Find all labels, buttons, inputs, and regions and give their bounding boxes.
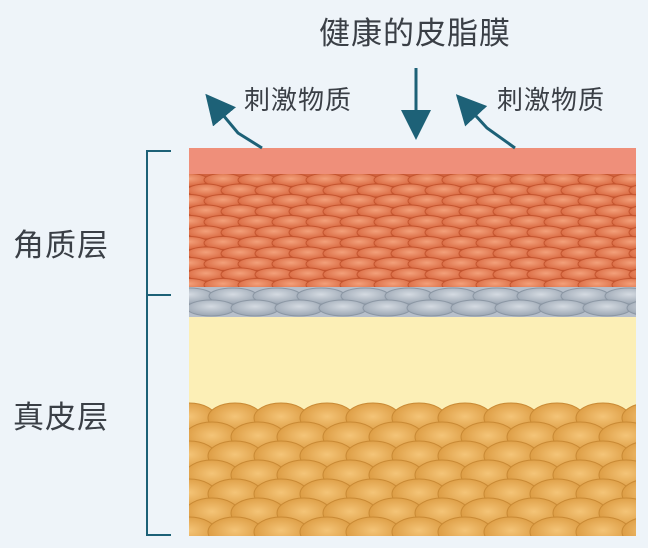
fat-cell [116, 403, 170, 433]
stratum-corneum-cell [136, 195, 174, 208]
stratum-corneum-cell [136, 279, 174, 292]
stratum-corneum-cell [136, 216, 174, 229]
stimulus-label-right: 刺激物质 [497, 86, 606, 116]
stimulus-label-left: 刺激物质 [244, 86, 353, 116]
granular-cell [582, 299, 632, 317]
granular-cell [626, 301, 636, 315]
stratum-corneum-cell [611, 215, 636, 229]
dermis-label: 真皮层 [13, 400, 109, 436]
stratum-corneum-cell [189, 250, 192, 257]
granular-cell [230, 299, 280, 317]
fat-cell [116, 441, 170, 471]
skin-layers [116, 148, 636, 547]
stratum-corneum-cell [628, 184, 636, 197]
stratum-corneum-cell [136, 237, 174, 250]
granular-cell [406, 299, 456, 317]
fat-cells [116, 402, 636, 547]
stratum-corneum-cell [189, 229, 192, 236]
fat-cell [116, 479, 170, 509]
stratum-corneum-cell [136, 174, 174, 187]
stratum-corneum-cell [189, 271, 192, 278]
layer-bracket [146, 150, 171, 536]
fat-cell [621, 518, 636, 536]
stratum-corneum-cell [136, 258, 174, 271]
granular-cell [274, 299, 324, 317]
granular-cell [494, 299, 544, 317]
deflect-arrow-left-icon [205, 93, 263, 150]
stratum-corneum-cell [611, 236, 636, 250]
granular-cell [362, 299, 412, 317]
deflect-arrow-right-icon [455, 94, 516, 150]
healthy-sebum-film-title: 健康的皮脂膜 [319, 16, 511, 52]
stratum-corneum-cell [611, 257, 636, 271]
stratum-corneum-cell [628, 226, 636, 239]
granular-cell [189, 299, 236, 317]
stratum-corneum-label: 角质层 [13, 228, 109, 264]
stratum-corneum-cell [189, 208, 192, 215]
granular-cell [318, 299, 368, 317]
stratum-corneum-cell [628, 247, 636, 260]
fat-cell [116, 517, 170, 547]
stratum-corneum-cells [136, 173, 636, 292]
granular-cells [189, 287, 636, 317]
granular-cell [450, 299, 500, 317]
stratum-corneum-cell [611, 194, 636, 208]
granular-cell [189, 304, 192, 312]
granular-cell [538, 299, 588, 317]
stratum-corneum-cell [628, 205, 636, 218]
sebum-film [189, 148, 636, 174]
stratum-corneum-cell [628, 268, 636, 281]
stratum-corneum-cell [189, 187, 192, 194]
